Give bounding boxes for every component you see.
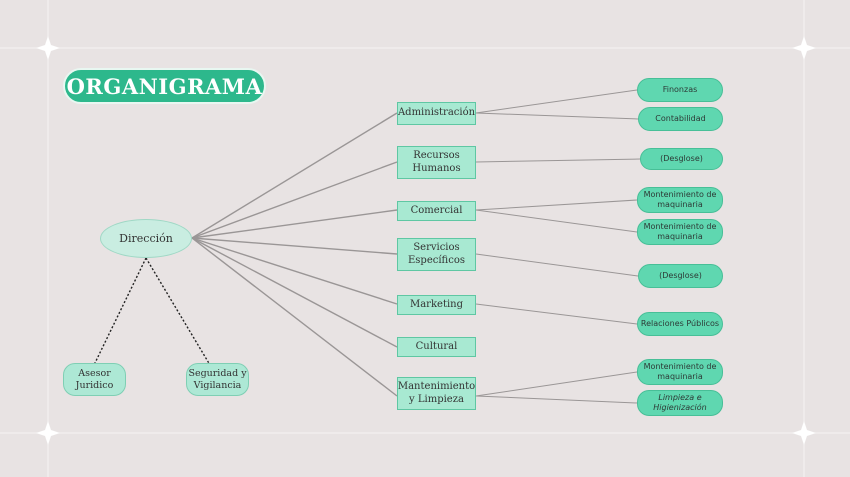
subunit-node-limpieza-higienizacion[interactable]: Limpieza e Higienización [637, 390, 723, 416]
sparkle-icon [36, 421, 60, 445]
sparkle-icon [36, 36, 60, 60]
page-title: ORGANIGRAMA [63, 68, 266, 104]
department-connectors [475, 89, 641, 404]
advisor-node-seguridad[interactable]: Seguridad y Vigilancia [186, 363, 249, 396]
sparkle-icons [36, 36, 816, 445]
subunit-node-desglose-servicios[interactable]: (Desglose) [638, 264, 723, 288]
subunit-node-mantenimiento-maquinaria-1[interactable]: Montenimiento de maquinaria [637, 187, 723, 213]
sparkle-icon [792, 36, 816, 60]
subunit-node-contabilidad[interactable]: Contabilidad [638, 107, 723, 131]
department-node-recursos-humanos[interactable]: Recursos Humanos [397, 146, 476, 179]
subunit-node-mantenimiento-maquinaria-2[interactable]: Montenimiento de maquinaria [637, 219, 723, 245]
sparkle-icon [792, 421, 816, 445]
root-connectors [191, 112, 398, 397]
subunit-node-relaciones-publicas[interactable]: Relaciones Públicos [637, 312, 723, 336]
department-node-administracion[interactable]: Administración [397, 102, 476, 125]
subunit-node-desglose-rrhh[interactable]: (Desglose) [640, 148, 723, 170]
advisor-connectors [93, 257, 211, 366]
department-node-mantenimiento-limpieza[interactable]: Mantenimiento y Limpieza [397, 377, 476, 410]
advisor-node-asesor-juridico[interactable]: Asesor Juridico [63, 363, 126, 396]
department-node-servicios-especificos[interactable]: Servicios Específicos [397, 238, 476, 271]
subunit-node-mantenimiento-maquinaria-3[interactable]: Montenimiento de maquinaria [637, 359, 723, 385]
department-node-marketing[interactable]: Marketing [397, 295, 476, 315]
department-node-comercial[interactable]: Comercial [397, 201, 476, 221]
root-node-direccion[interactable]: Dirección [100, 219, 192, 258]
subunit-node-finanzas[interactable]: Finonzas [637, 78, 723, 102]
department-node-cultural[interactable]: Cultural [397, 337, 476, 357]
